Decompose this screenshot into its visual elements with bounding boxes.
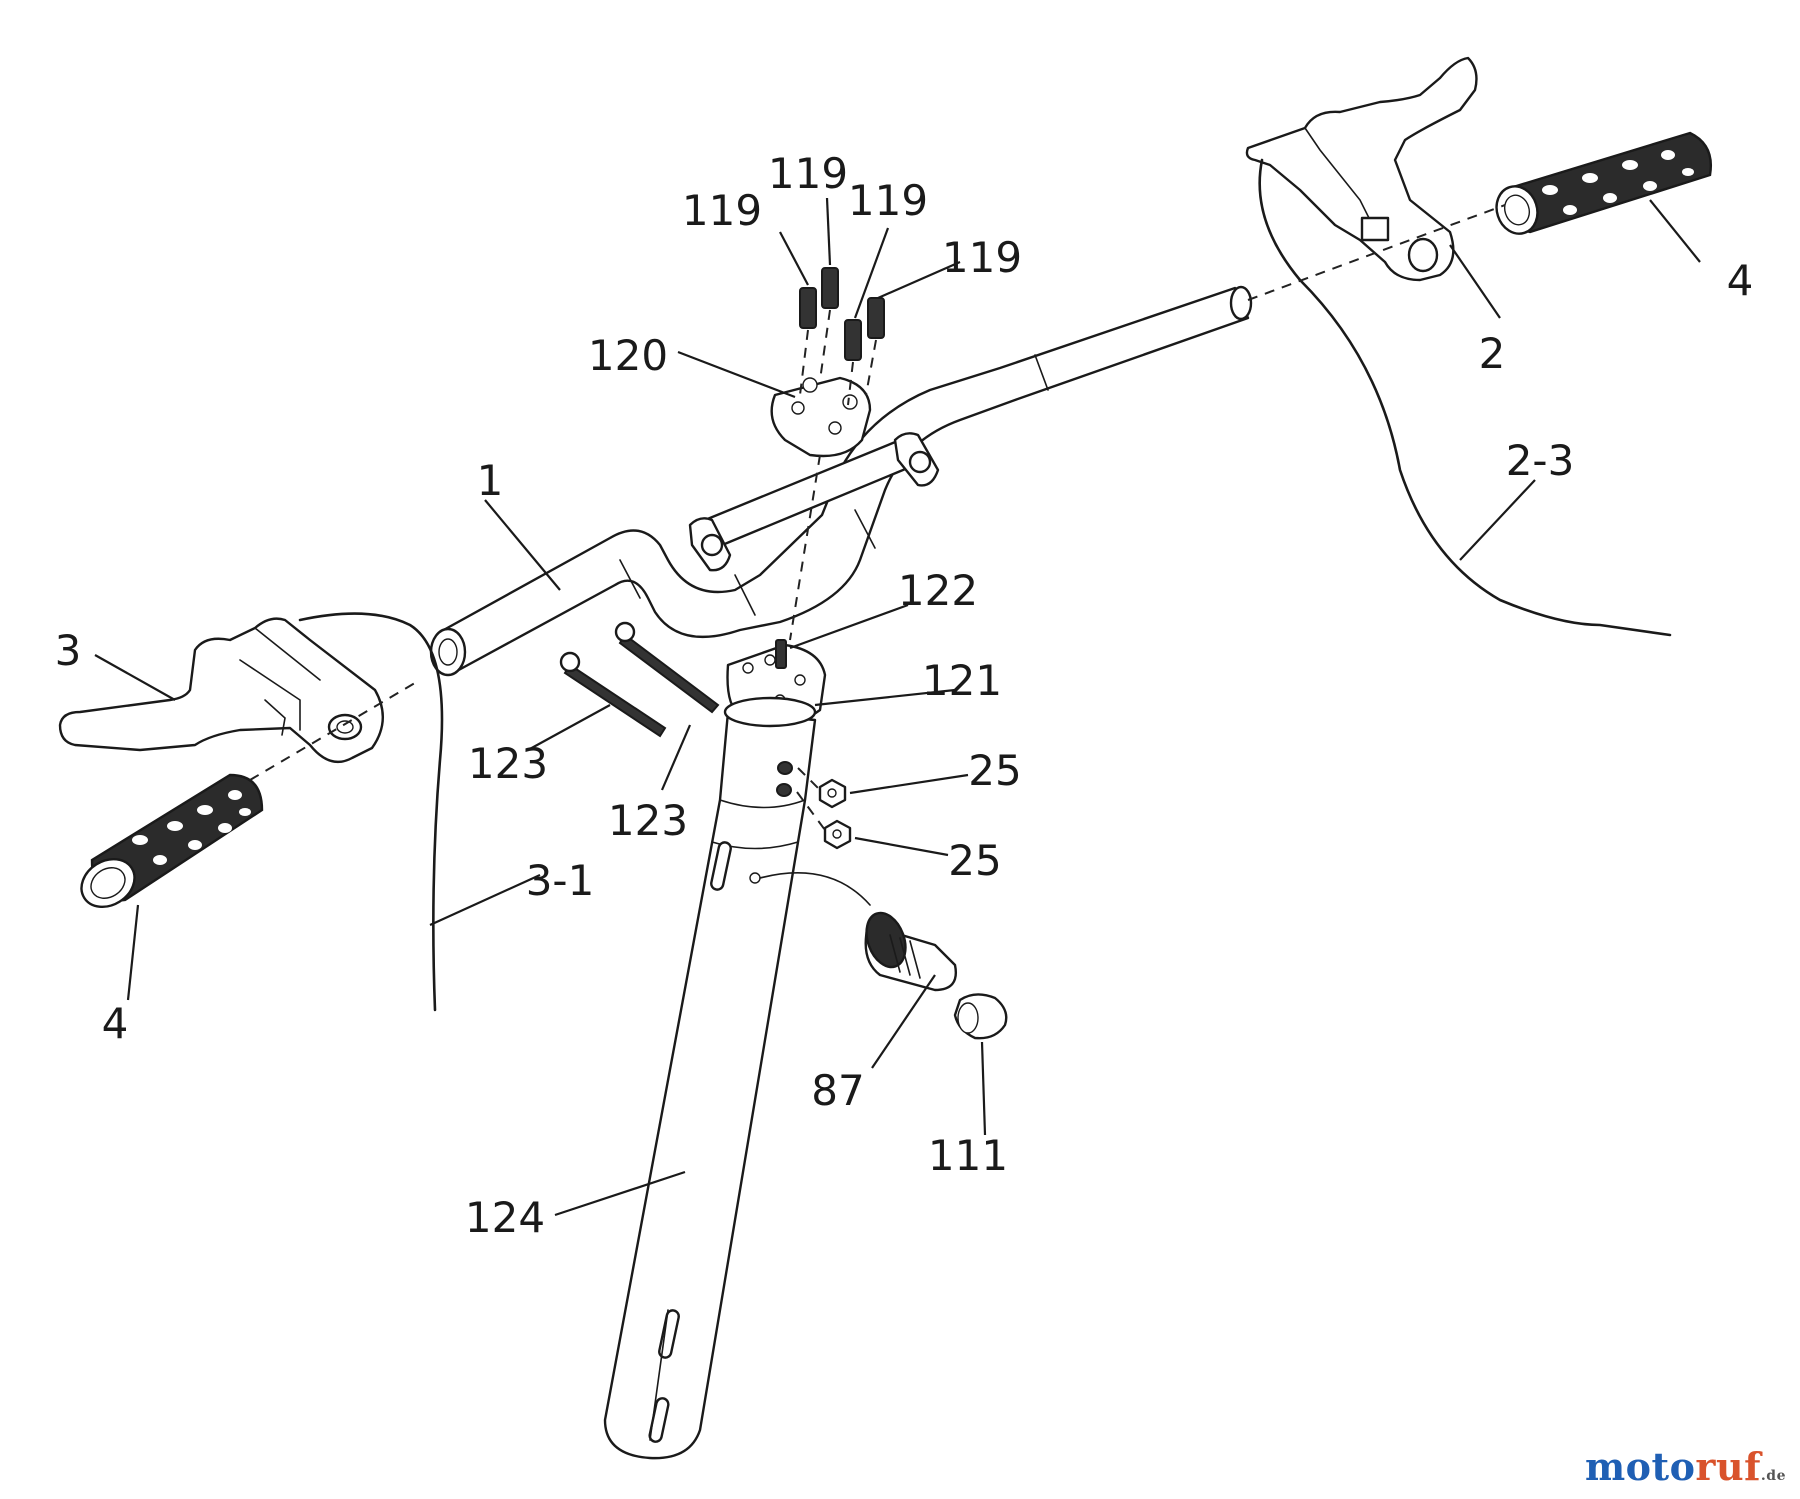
left-brake-lever-part-3 [58, 617, 385, 763]
stem-tube-part-124 [603, 696, 817, 1460]
left-grip-part-4 [80, 773, 264, 909]
label-part-87: 87 [811, 1066, 864, 1115]
right-brake-cable-part-2-3 [1258, 158, 1672, 637]
cap-part-111 [953, 993, 1008, 1040]
label-part-4-left: 4 [102, 999, 129, 1048]
watermark-part3: .de [1760, 1468, 1786, 1484]
label-part-123-a: 123 [468, 739, 548, 788]
handlebar-part-1 [429, 285, 1253, 677]
label-part-120: 120 [588, 331, 668, 380]
clamp-cap-part-120 [770, 376, 872, 458]
long-bolts-part-123 [559, 621, 720, 738]
label-part-123-b: 123 [608, 796, 688, 845]
watermark-part1: moto [1584, 1444, 1696, 1489]
label-part-121: 121 [922, 656, 1002, 705]
label-part-124: 124 [465, 1193, 545, 1242]
motoruf-watermark-logo: motoruf.de [1585, 1444, 1786, 1489]
left-axis-line [249, 679, 421, 781]
right-grip-part-4 [1495, 131, 1712, 235]
label-part-119-c: 119 [848, 176, 928, 225]
label-part-119-d: 119 [942, 233, 1022, 282]
left-brake-cable-part-3-1 [298, 612, 444, 1012]
nuts-part-25 [818, 778, 852, 850]
label-part-119-b: 119 [768, 149, 848, 198]
label-part-3-1: 3-1 [526, 856, 595, 905]
label-part-25-b: 25 [948, 836, 1001, 885]
part-labels: 1 2 2-3 3 3-1 4 4 25 25 87 111 119 119 1… [55, 149, 1754, 1242]
label-part-25-a: 25 [968, 746, 1021, 795]
label-part-2-3: 2-3 [1506, 436, 1575, 485]
label-part-111: 111 [928, 1131, 1008, 1180]
leader-lines [94, 197, 1701, 1217]
bolts-part-119 [799, 267, 885, 361]
label-part-119-a: 119 [682, 186, 762, 235]
watermark-part2: ruf [1695, 1444, 1761, 1489]
label-part-3: 3 [55, 626, 82, 675]
label-part-4-right: 4 [1727, 256, 1754, 305]
label-part-2: 2 [1479, 329, 1506, 378]
spring-knob-part-87 [759, 872, 957, 992]
label-part-1: 1 [477, 456, 504, 505]
stem-plug-part-122 [775, 639, 787, 669]
label-part-122: 122 [898, 566, 978, 615]
right-brake-lever-part-2 [1245, 56, 1478, 282]
right-axis-line [1247, 204, 1506, 301]
